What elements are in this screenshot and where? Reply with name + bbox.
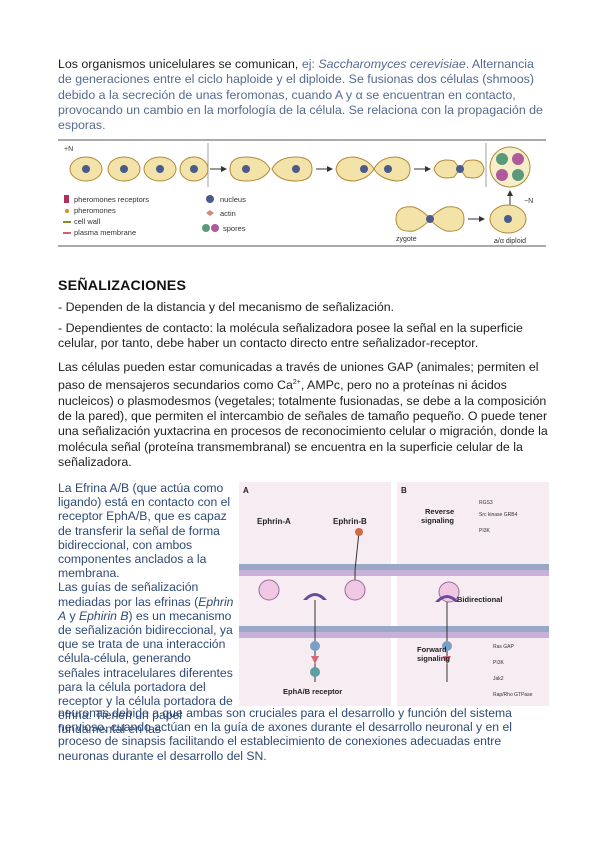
legend-label: nucleus xyxy=(220,195,246,204)
gap-text-2: , AMPc, pero no a proteínas ni ácidos nu… xyxy=(58,378,548,469)
forward-target: PI3K xyxy=(493,660,505,666)
panel-b-label: B xyxy=(401,486,407,495)
ephrin-text-1: La Efrina A/B (que actúa como ligando) e… xyxy=(58,481,231,581)
ephrin-text-2c: y xyxy=(66,608,80,623)
minus-n-label: −N xyxy=(524,198,533,205)
zygote-cell xyxy=(433,159,485,179)
ephrin-a-italic: Ephrin A xyxy=(58,594,234,623)
bidirectional-label: Bidirectional xyxy=(457,595,502,604)
intro-paragraph: Los organismos unicelulares se comunican… xyxy=(58,57,548,133)
ephrin-b-italic: Ephirin B xyxy=(79,608,129,623)
ephrin-a-protein xyxy=(258,579,280,601)
actin-icon xyxy=(206,210,214,216)
cell-pair-1 xyxy=(69,156,141,182)
ephrin-signaling-figure: A B Ephrin-A Ephrin-B EphA/B receptor Re… xyxy=(239,482,549,706)
reverse-target: Src kinase GRB4 xyxy=(479,512,518,518)
diploid-label: a/α diploid xyxy=(494,238,526,245)
legend-label: pheromones xyxy=(74,206,116,215)
receptor-label: EphA/B receptor xyxy=(283,687,342,696)
nucleus-icon xyxy=(206,195,214,203)
ephrin-text-2e: ) es un mecanismo de señalización bidire… xyxy=(58,608,233,737)
gap-sup: 2+ xyxy=(292,379,301,387)
intro-text-2: . Alternancia de generaciones entre el c… xyxy=(58,57,543,133)
legend-label: spores xyxy=(223,224,246,233)
ephrin-paragraph: La Efrina A/B (que actúa como ligando) e… xyxy=(58,481,236,737)
shmoo-pair xyxy=(229,156,313,182)
yeast-mating-figure: +N xyxy=(58,139,546,247)
ascus-with-spores xyxy=(489,146,531,188)
intro-species: Saccharomyces cerevisiae xyxy=(318,57,466,71)
zygote-label: zygote xyxy=(396,236,417,243)
receptor-binding xyxy=(303,593,327,600)
ephrin-text-2a: Las guías de señalización mediadas por l… xyxy=(58,580,199,609)
intro-ej: ej: xyxy=(301,57,319,71)
ephrin-paragraph-cont: neuronas debido a que ambas son cruciale… xyxy=(58,706,512,763)
fusing-cells xyxy=(335,156,411,182)
forward-target: Ras GAP xyxy=(493,644,515,650)
intro-text-1: Los organismos unicelulares se comunican… xyxy=(58,57,302,71)
legend-label: plasma membrane xyxy=(74,228,136,237)
spores-icon xyxy=(202,224,210,232)
ephrin-b-protein xyxy=(344,579,366,601)
gap-text-1: Las células pueden estar comunicadas a t… xyxy=(58,360,539,393)
legend-label: pheromones receptors xyxy=(74,195,149,204)
gap-paragraph: Las células pueden estar comunicadas a t… xyxy=(58,360,548,470)
bullet-contact: - Dependientes de contacto: la molécula … xyxy=(58,321,523,351)
reverse-target: PI3K xyxy=(479,528,491,534)
legend-left: pheromones receptors pheromones cell wal… xyxy=(63,195,149,237)
bullet-distance: - Dependen de la distancia y del mecanis… xyxy=(58,300,395,314)
reverse-target: RGS3 xyxy=(479,500,493,506)
pheromones-receptors-icon xyxy=(64,195,69,203)
lower-membrane xyxy=(239,626,549,638)
ephrin-b-label: Ephrin-B xyxy=(333,517,367,526)
legend-label: actin xyxy=(220,209,236,218)
cell-pair-2 xyxy=(143,156,209,182)
forward-target: Rap/Rho GTPase xyxy=(493,692,533,698)
pheromones-icon xyxy=(65,209,69,213)
upper-membrane xyxy=(239,564,549,576)
ephrin-b-head xyxy=(355,528,363,536)
diploid-cells xyxy=(395,204,527,234)
section-heading: SEÑALIZACIONES xyxy=(58,278,187,294)
signal-label: +N xyxy=(64,146,73,153)
ephrin-a-label: Ephrin-A xyxy=(257,517,291,526)
legend-right: nucleus actin spores xyxy=(202,195,246,233)
legend-label: cell wall xyxy=(74,217,101,226)
panel-a-label: A xyxy=(243,486,249,495)
forward-target: Jak2 xyxy=(493,676,504,682)
